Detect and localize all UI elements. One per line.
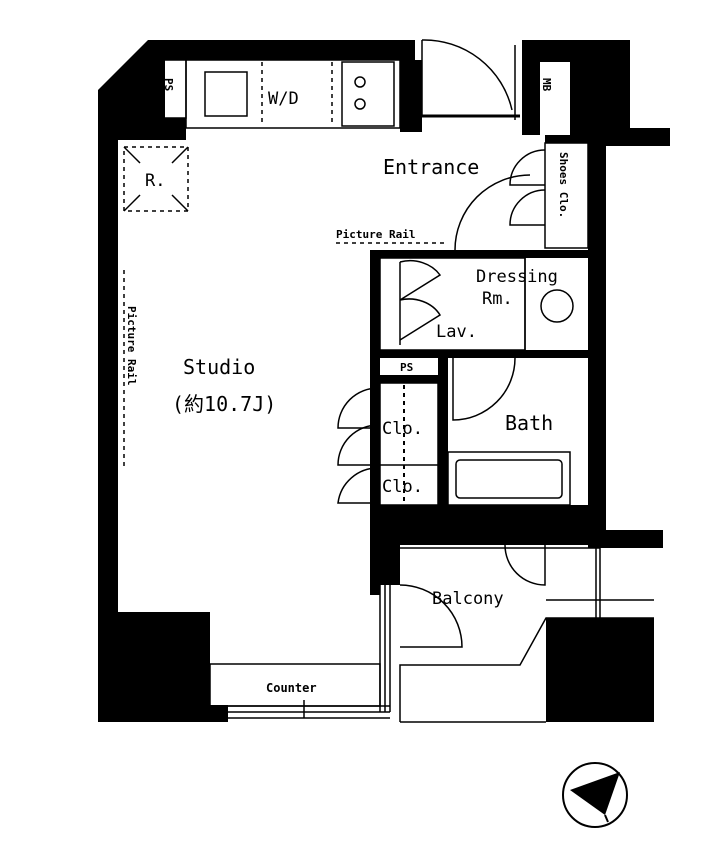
wall-core-left [370,250,380,595]
bathtub-inner [455,459,563,499]
wall-kitchen-end [400,60,422,132]
shoes-closet-box [544,142,589,249]
label-balcony: Balcony [432,589,504,609]
wall-top-left [98,40,415,720]
refrigerator [123,146,189,212]
wall-ps-bottom [370,375,448,383]
wall-mb-right [570,40,630,135]
ps-top-box [161,59,187,119]
label-refrigerator: R. [145,171,165,191]
washbasin [540,289,574,323]
label-ps-top: PS [162,78,175,91]
lav-door-2 [399,298,442,341]
closet-door-2 [337,424,379,466]
sink-icon [204,71,248,117]
label-bath: Bath [505,411,553,435]
label-entrance: Entrance [383,155,479,179]
label-studio-area: (約10.7J) [172,392,276,416]
stove-burner-icon [341,61,395,127]
counter [209,663,381,707]
burner-2 [354,98,366,110]
compass-needle [570,772,620,815]
label-closet-2: Clo. [382,477,423,497]
kitchen [161,59,401,129]
wall-right-lower [588,530,663,548]
label-picture-rail-top: Picture Rail [336,228,415,241]
wall-right [588,128,606,548]
label-wd: W/D [268,89,299,109]
label-closet-1: Clo. [382,419,423,439]
wall-mb-left [522,40,540,135]
wall-kitchen-left [162,118,186,140]
room-labels: Studio (約10.7J) Entrance Dressing Rm. La… [125,78,570,695]
label-ps-mid: PS [400,361,413,374]
shoes-door-2 [509,189,546,226]
label-lav: Lav. [436,322,477,342]
closet-door-3 [337,467,379,504]
doors [228,39,589,719]
bathtub-outer [447,451,571,506]
lav-door-1 [399,259,442,301]
wall-closet-right [438,350,448,505]
balcony-door [399,584,463,648]
entrance-door [421,39,513,116]
bath-door [452,357,516,421]
north-arrow-icon [562,762,628,828]
closet-door-1 [337,387,379,429]
wall-core-stub [370,545,400,585]
wall-core-bottom [370,505,588,545]
label-shoes-closet: Shoes Clo. [557,152,570,218]
label-studio: Studio [183,355,255,379]
burner-1 [354,76,366,88]
closet-box [379,382,439,506]
service-door [504,544,546,586]
wall-bottom-left [98,612,210,722]
interior-walls [162,60,590,595]
wall-core-top [370,250,588,258]
balcony [399,547,654,723]
wall-bottom-strip [98,705,228,722]
label-picture-rail-side: Picture Rail [125,306,138,385]
label-dressing-1: Dressing [476,267,558,287]
dressing-door [454,174,531,251]
label-mb: MB [540,78,553,92]
wall-core-mid [370,350,588,358]
label-dressing-2: Rm. [482,289,513,309]
label-counter: Counter [266,681,317,695]
wall-right-step [590,128,670,146]
shoes-door-1 [509,149,546,186]
wall-shoes-top [545,135,590,143]
